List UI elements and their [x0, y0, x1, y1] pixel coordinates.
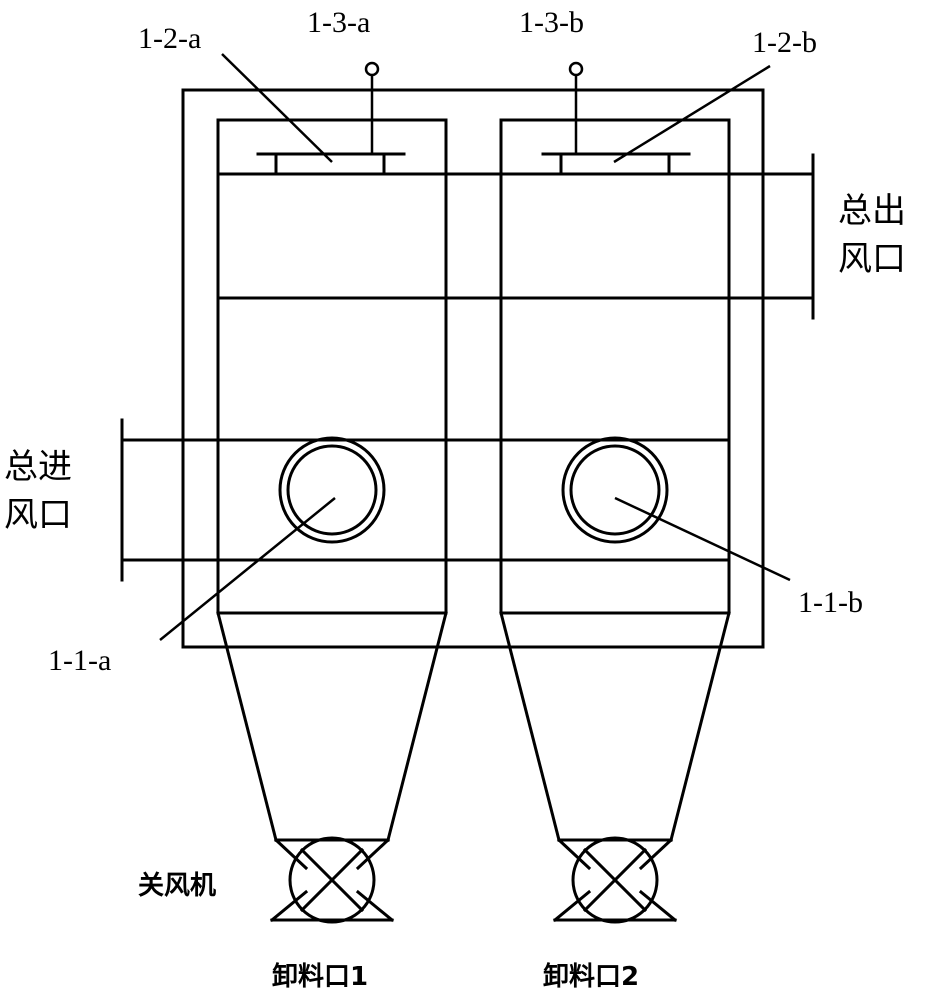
leader-1-2-b: [613, 64, 771, 164]
airlock-a-rotor: [288, 836, 376, 924]
label-1-2-b: 1-2-b: [752, 26, 817, 59]
outer-housing: [181, 88, 765, 649]
label-main-inlet-2: 风口: [4, 495, 72, 535]
chamber-b-body: [499, 118, 731, 615]
chamber-a: [216, 61, 448, 842]
label-1-1-b: 1-1-b: [798, 586, 863, 619]
label-discharge-1: 卸料口1: [272, 961, 368, 992]
chamber-a-body: [216, 118, 448, 615]
leader-1-1-a: [159, 497, 336, 641]
main-outlet-duct: [216, 153, 815, 320]
label-main-outlet-2: 风口: [838, 239, 906, 279]
airlock-a: [269, 836, 395, 924]
airlock-b: [552, 836, 678, 924]
label-1-2-a: 1-2-a: [138, 22, 201, 55]
label-main-outlet-1: 总出: [838, 191, 906, 231]
leader-1-1-b: [614, 496, 791, 582]
label-main-inlet-1: 总进: [4, 447, 72, 487]
airlock-b-rotor: [571, 836, 659, 924]
label-discharge-2: 卸料口2: [543, 961, 639, 992]
valve-knob-a: [364, 61, 380, 77]
leader-1-2-a: [221, 53, 333, 163]
label-1-3-a: 1-3-a: [307, 6, 370, 39]
inlet-ring-a-outer: [278, 436, 386, 544]
inlet-ring-b-outer: [561, 436, 669, 544]
inlet-ring-b-inner: [569, 444, 661, 536]
main-inlet-duct: [120, 418, 731, 582]
label-1-3-b: 1-3-b: [519, 6, 584, 39]
label-airlock: 关风机: [138, 871, 216, 901]
valve-knob-b: [568, 61, 584, 77]
chamber-b: [499, 61, 731, 842]
inlet-ring-a-inner: [286, 444, 378, 536]
label-1-1-a: 1-1-a: [48, 644, 111, 677]
